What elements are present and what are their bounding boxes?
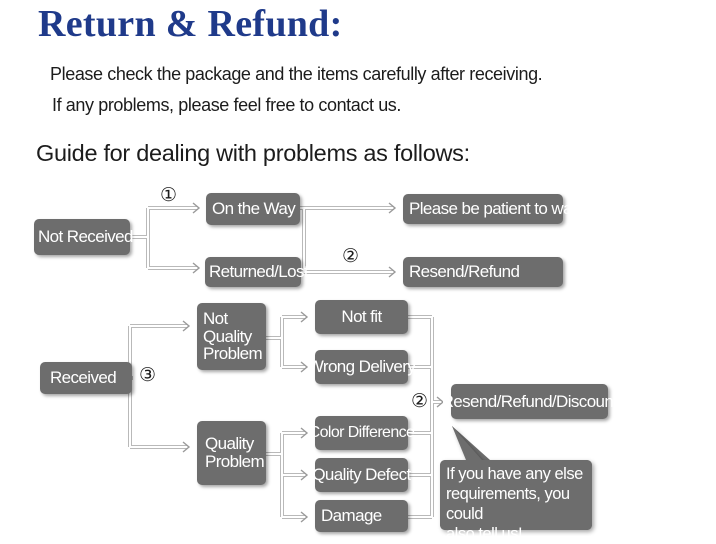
box-damage: Damage xyxy=(315,500,408,532)
box-resend-refund-discount: Resend/Refund/Discount xyxy=(442,384,618,419)
page-title: Return & Refund: xyxy=(38,3,343,45)
arrowhead xyxy=(182,320,191,332)
arrowhead xyxy=(300,427,309,439)
arrowhead xyxy=(192,262,201,274)
arrowhead xyxy=(182,441,191,453)
arrowhead xyxy=(388,266,397,278)
box-not-quality-problem: Not Quality Problem xyxy=(197,303,266,370)
arrowhead xyxy=(300,311,309,323)
box-resend-refund: Resend/Refund xyxy=(403,257,563,287)
guide-heading: Guide for dealing with problems as follo… xyxy=(36,140,470,166)
arrowhead xyxy=(388,202,397,214)
marker-two-bottom: ② xyxy=(411,391,429,412)
box-wrong-delivery: Wrong Delivery xyxy=(308,350,416,384)
box-color-difference: Color Difference xyxy=(309,416,415,450)
marker-three: ③ xyxy=(139,365,157,386)
arrowhead xyxy=(192,202,201,214)
box-not-received: Not Received xyxy=(34,219,133,255)
box-patient-wait: Please be patient to wait xyxy=(403,194,580,224)
box-received: Received xyxy=(40,362,132,394)
box-on-the-way: On the Way xyxy=(206,193,300,225)
bubble-text: If you have any else requirements, you c… xyxy=(446,465,583,543)
marker-two-top: ② xyxy=(342,246,360,267)
intro-line-1: Please check the package and the items c… xyxy=(50,64,543,84)
arrowhead xyxy=(436,396,445,408)
box-not-fit: Not fit xyxy=(315,300,408,334)
connector-not-quality xyxy=(266,315,306,369)
arrowhead xyxy=(300,361,309,373)
intro-line-2: If any problems, please feel free to con… xyxy=(52,95,402,115)
box-returned-lost: Returned/Lost xyxy=(205,257,309,287)
box-quality-defect: Quality Defect xyxy=(312,458,411,492)
arrowhead xyxy=(300,469,309,481)
connector-collector xyxy=(408,315,442,519)
arrowhead xyxy=(300,511,309,523)
box-quality-problem: Quality Problem xyxy=(197,421,266,485)
marker-one: ① xyxy=(160,185,178,206)
